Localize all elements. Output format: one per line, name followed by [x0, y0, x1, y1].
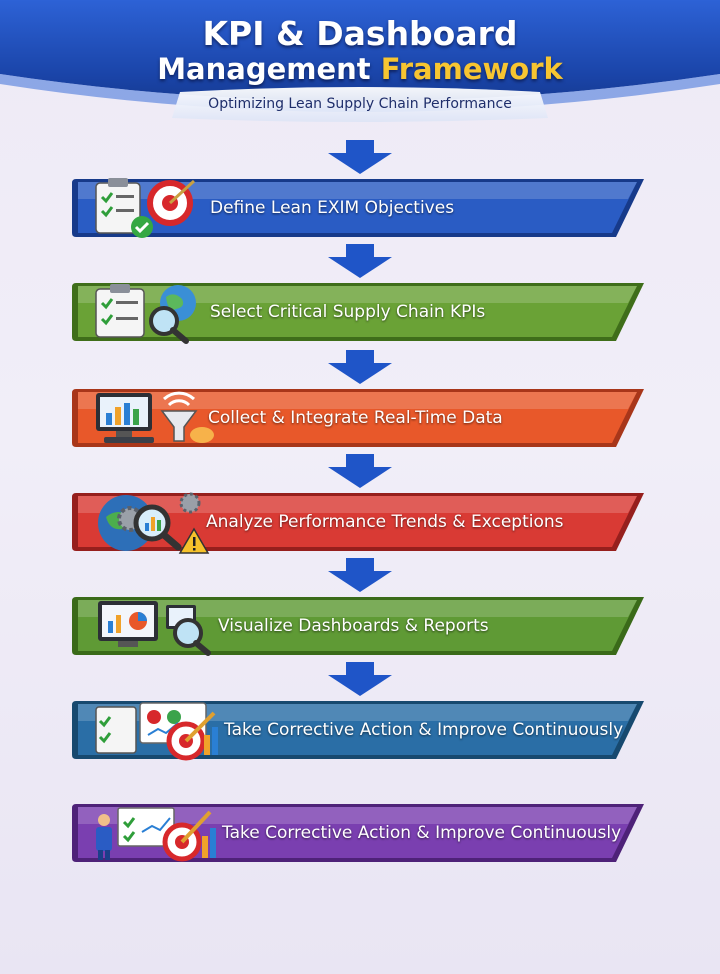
step-band: [72, 283, 644, 341]
flow-arrow-icon: [328, 454, 392, 488]
page-subtitle: Optimizing Lean Supply Chain Performance: [208, 96, 512, 112]
step-corrective-action-repeat: Take Corrective Action & Improve Continu…: [72, 802, 646, 864]
step-corrective-action: Take Corrective Action & Improve Continu…: [72, 699, 646, 761]
step-define-objectives: Define Lean EXIM Objectives: [72, 177, 646, 239]
step-collect-data: Collect & Integrate Real-Time Data: [72, 387, 646, 449]
checklist-target-icon: [95, 178, 196, 238]
step-label: Take Corrective Action & Improve Continu…: [224, 720, 624, 740]
flow-arrow-icon: [328, 244, 392, 278]
presenter-target-chart-icon: [96, 807, 216, 862]
page-title-line2: Management Framework: [0, 52, 720, 86]
step-label: Collect & Integrate Real-Time Data: [208, 408, 503, 428]
gears-globe-warning-icon: [98, 492, 210, 554]
step-label: Take Corrective Action & Improve Continu…: [222, 823, 622, 843]
title-main-word: Management: [157, 52, 371, 86]
banner-background: [0, 0, 720, 122]
step-label: Select Critical Supply Chain KPIs: [210, 302, 486, 322]
clipboard-globe-magnifier-icon: [95, 284, 196, 344]
dashboard-screens-icon: [98, 601, 211, 656]
step-label: Define Lean EXIM Objectives: [210, 198, 455, 218]
step-band: [72, 179, 644, 237]
step-band: [72, 493, 644, 551]
step-select-kpis: Select Critical Supply Chain KPIs: [72, 281, 646, 344]
step-label: Analyze Performance Trends & Exceptions: [206, 512, 564, 532]
header-banner: KPI & Dashboard Management Framework Opt…: [0, 0, 720, 130]
step-band: [72, 597, 644, 655]
flow-arrow-icon: [328, 662, 392, 696]
step-band: [72, 389, 644, 447]
monitor-funnel-cloud-icon: [96, 391, 214, 443]
step-visualize-dashboards: Visualize Dashboards & Reports: [72, 595, 646, 657]
flow-arrow-icon: [328, 140, 392, 174]
step-analyze-trends: Analyze Performance Trends & Exceptions: [72, 491, 646, 554]
page-title-line1: KPI & Dashboard: [202, 14, 518, 53]
flow-arrow-icon: [328, 558, 392, 592]
flow-arrow-icon: [328, 350, 392, 384]
board-target-chart-icon: [95, 702, 218, 761]
title-accent-word: Framework: [380, 52, 563, 86]
step-label: Visualize Dashboards & Reports: [218, 616, 489, 636]
